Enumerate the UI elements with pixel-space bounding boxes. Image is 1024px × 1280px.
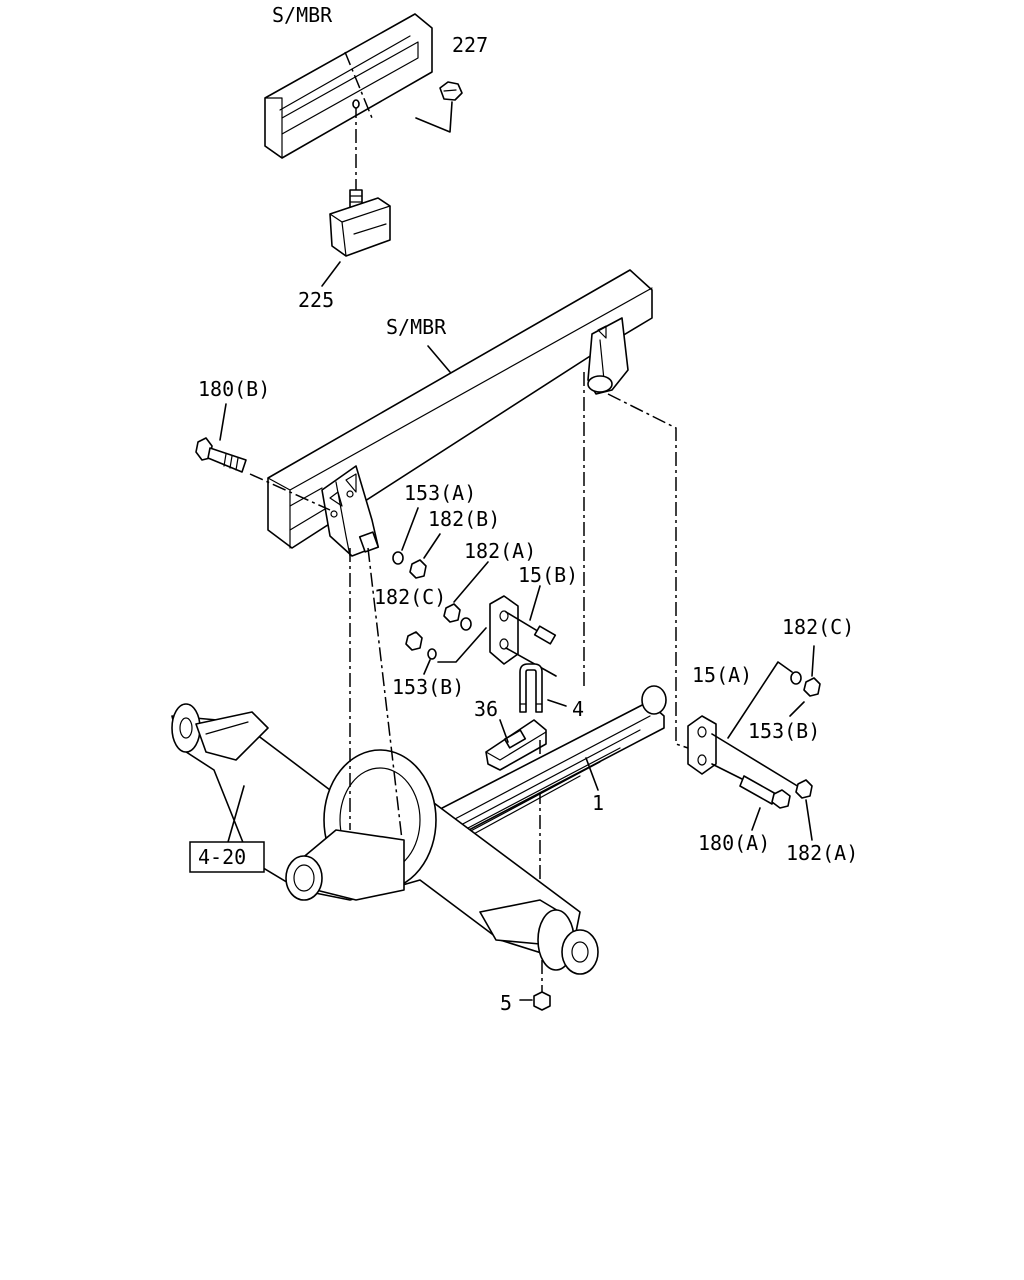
label-36: 36 [474,697,498,721]
main-side-member [267,269,653,549]
label-182a-lower: 182(A) [786,841,858,865]
label-15b: 15(B) [518,563,578,587]
nut-227 [415,81,463,133]
upper-side-member [264,13,433,159]
shackle-15a-group [607,393,821,841]
rear-shackle-bracket [587,317,629,395]
label-227: 227 [452,33,488,57]
label-182a-upper: 182(A) [464,539,536,563]
ref-4-20-box [189,841,265,873]
label-153b-left: 153(B) [392,675,464,699]
nut-washer-group-left [405,561,489,675]
label-182c-right: 182(C) [782,615,854,639]
label-153b-right: 153(B) [748,719,820,743]
shackle-15b [489,372,585,690]
label-smbr-top: S/MBR [272,3,333,27]
washer-153a-nut-182b [392,507,441,579]
bumper-225 [321,99,391,287]
label-5: 5 [500,991,512,1015]
u-bolt-4 [519,663,567,713]
label-182b: 182(B) [428,507,500,531]
front-hanger-bracket [321,465,380,557]
label-4: 4 [572,697,584,721]
label-15a: 15(A) [692,663,752,687]
label-1: 1 [592,791,604,815]
nut-5 [519,960,551,1011]
label-ref-4-20: 4-20 [198,845,246,869]
label-smbr-main: S/MBR [386,315,447,339]
label-180b: 180(B) [198,377,270,401]
label-225: 225 [298,288,334,312]
label-153a: 153(A) [404,481,476,505]
rear-axle-housing [171,547,599,975]
label-180a: 180(A) [698,831,770,855]
bolt-180b [195,403,331,511]
label-182c-left: 182(C) [374,585,446,609]
